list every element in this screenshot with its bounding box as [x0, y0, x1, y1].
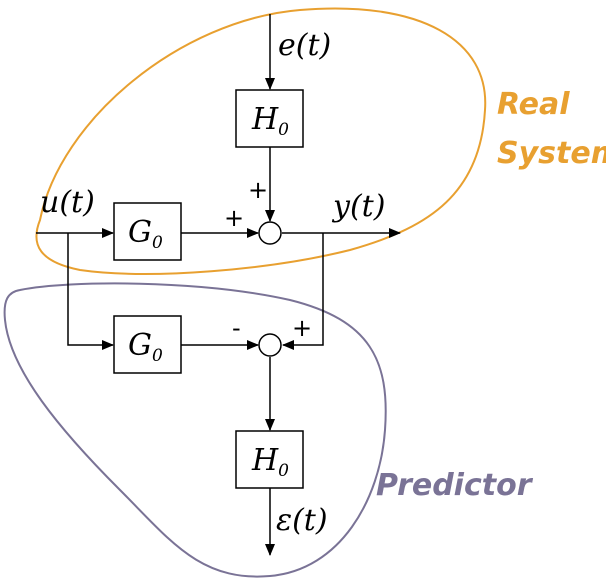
- block-g0-top-sub: 0: [152, 233, 163, 253]
- svg-text:G0: G0: [128, 215, 163, 253]
- input-signal-label: u(t): [40, 185, 95, 220]
- predictor-label: Predictor: [376, 468, 534, 503]
- block-h0-bottom-main: H: [251, 443, 279, 478]
- block-h0-top: H0: [235, 89, 304, 148]
- sum-top-sign-noise: +: [248, 176, 268, 204]
- real-system-label-line1: Real: [497, 87, 570, 122]
- svg-text:H0: H0: [251, 443, 289, 481]
- residual-signal-label: ε(t): [276, 503, 328, 538]
- sum-bottom-sign-prediction: -: [232, 314, 241, 342]
- output-signal-label: y(t): [331, 189, 385, 224]
- block-g0-bottom-main: G: [128, 328, 152, 363]
- block-g0-top: G0: [113, 202, 182, 261]
- block-g0-bottom-sub: 0: [152, 346, 163, 366]
- predictor-boundary: [3, 282, 387, 578]
- wire-output-feedback: [282, 233, 324, 350]
- sum-bottom-sign-output: +: [292, 314, 312, 342]
- real-system-label-line2: System: [497, 136, 606, 171]
- block-g0-top-main: G: [128, 215, 152, 250]
- block-h0-bottom-sub: 0: [278, 461, 289, 481]
- summing-junction-bottom: [258, 333, 282, 357]
- block-h0-top-main: H: [251, 102, 279, 137]
- noise-signal-label: e(t): [278, 28, 331, 63]
- wire-input-branch: [67, 233, 114, 350]
- sum-top-sign-plant: +: [224, 204, 244, 232]
- block-h0-bottom: H0: [235, 430, 304, 489]
- svg-text:G0: G0: [128, 328, 163, 366]
- summing-junction-top: [258, 221, 282, 245]
- block-h0-top-sub: 0: [278, 120, 289, 140]
- real-system-boundary: [35, 7, 487, 275]
- svg-text:H0: H0: [251, 102, 289, 140]
- block-g0-bottom: G0: [113, 315, 182, 374]
